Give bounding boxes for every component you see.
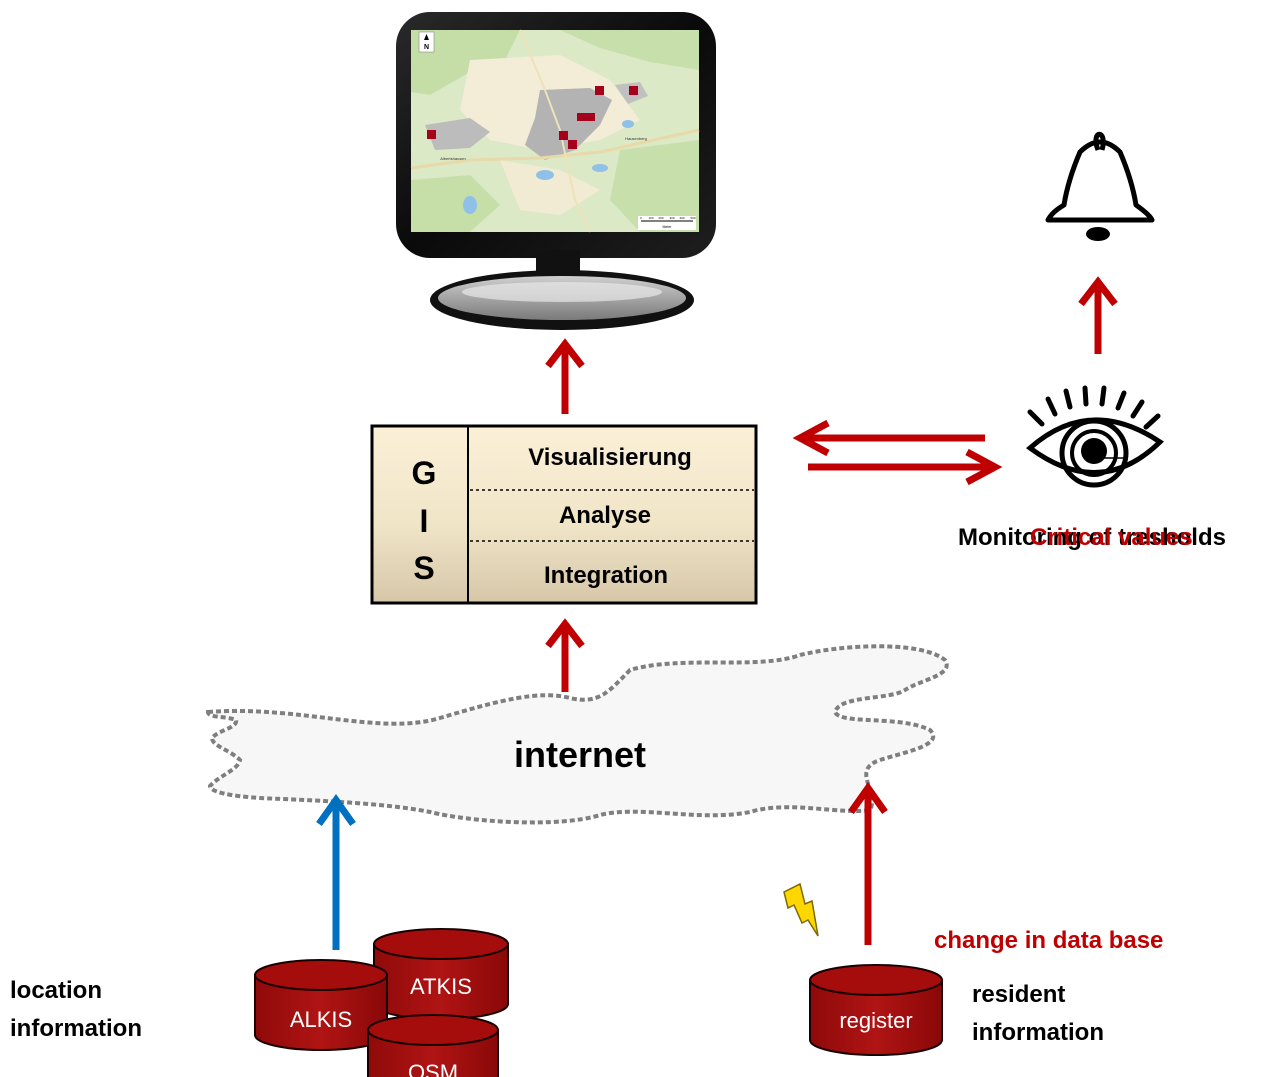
scale-tick: 400: [679, 216, 684, 220]
arrow-eye-to-gis: [792, 419, 985, 457]
arrow-location-to-internet: [316, 793, 356, 950]
scale-tick: 0: [640, 216, 642, 220]
scale-tick: 500: [690, 216, 695, 220]
north-label: N: [424, 44, 429, 51]
map-marker: [595, 86, 604, 95]
internet-label: internet: [514, 734, 646, 775]
scale-unit: Meter: [663, 225, 673, 229]
place-label: Hausenberg: [625, 136, 647, 141]
db-label-register: register: [839, 1008, 912, 1033]
place-label: Albertshausen: [440, 156, 466, 161]
arrow-eye-to-bell: [1078, 276, 1118, 354]
monitor: N Albertshausen Hausenberg 0 100 200 300…: [396, 12, 716, 330]
gis-letter-s: S: [413, 550, 434, 586]
arrow-internet-to-gis: [545, 618, 585, 692]
gis-letter-g: G: [412, 455, 437, 491]
internet-cloud: internet: [205, 644, 949, 825]
scale-bar: 0 100 200 300 400 500 Meter: [638, 216, 696, 230]
db-register: register: [809, 964, 943, 1056]
map-marker: [427, 130, 436, 139]
lightning-icon: [783, 882, 819, 937]
scale-tick: 100: [648, 216, 653, 220]
map-marker: [577, 113, 595, 121]
gis-letter-i: I: [420, 503, 429, 539]
gis-layer-integration: Integration: [544, 562, 668, 589]
gis-box: G I S Visualisierung Analyse Integration: [370, 424, 758, 605]
arrow-gis-to-monitor: [545, 338, 585, 414]
db-label-atkis: ATKIS: [410, 974, 472, 999]
north-arrow-box: [418, 31, 435, 53]
scale-tick: 200: [658, 216, 663, 220]
location-label-line2: information: [10, 1015, 142, 1042]
db-label-alkis: ALKIS: [290, 1007, 352, 1032]
gis-layer-visualisierung: Visualisierung: [528, 444, 692, 471]
db-label-osm: OSM: [408, 1060, 458, 1077]
arrows: [316, 276, 1118, 950]
db-alkis: ALKIS: [254, 959, 388, 1051]
scale-tick: 300: [669, 216, 674, 220]
db-osm: OSM: [367, 1014, 499, 1077]
monitoring-label: Monitoring of tresholds: [958, 524, 1226, 551]
resident-label-line2: information: [972, 1019, 1104, 1046]
cloud-shape: [205, 644, 949, 825]
eye-icon: [1026, 385, 1164, 488]
north-arrow-icon: [424, 34, 429, 40]
map-screen: N Albertshausen Hausenberg 0 100 200 300…: [410, 29, 700, 233]
critical-values-label: Critical values: [1030, 524, 1193, 551]
bell-icon: [1045, 131, 1155, 241]
map-marker: [559, 131, 568, 140]
db-atkis: ATKIS: [373, 928, 509, 1020]
map-marker: [629, 86, 638, 95]
arrow-register-to-internet: [848, 781, 888, 945]
resident-label-line1: resident: [972, 981, 1065, 1008]
change-label: change in data base: [934, 927, 1163, 954]
map-marker: [568, 140, 577, 149]
arrow-gis-to-eye: [808, 448, 1003, 486]
gis-frame: [370, 424, 758, 605]
gis-layer-analyse: Analyse: [559, 502, 651, 529]
location-label-line1: location: [10, 977, 102, 1004]
